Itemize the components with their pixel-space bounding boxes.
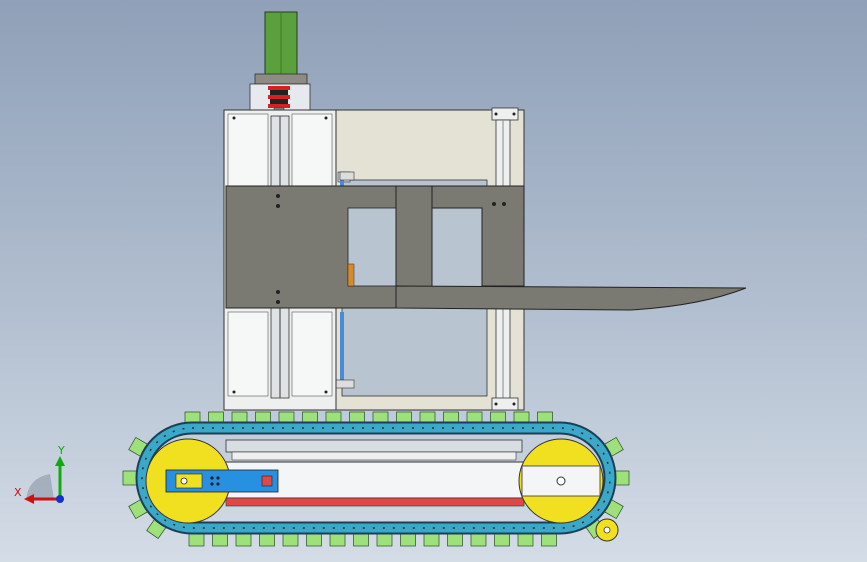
track-pad	[122, 470, 138, 486]
crawler-track[interactable]	[122, 411, 630, 547]
servo-motor[interactable]	[254, 11, 308, 85]
x-axis-label: X	[14, 486, 22, 499]
track-tension-bar[interactable]	[165, 469, 279, 493]
idler-wheel[interactable]	[518, 438, 619, 542]
y-axis-label: Y	[57, 444, 65, 457]
support-rail[interactable]	[225, 497, 525, 507]
view-orientation-triad[interactable]: Y X	[14, 444, 65, 504]
track-pad	[614, 470, 630, 486]
z-axis-dot	[56, 495, 64, 503]
fork-tine[interactable]	[395, 285, 747, 311]
